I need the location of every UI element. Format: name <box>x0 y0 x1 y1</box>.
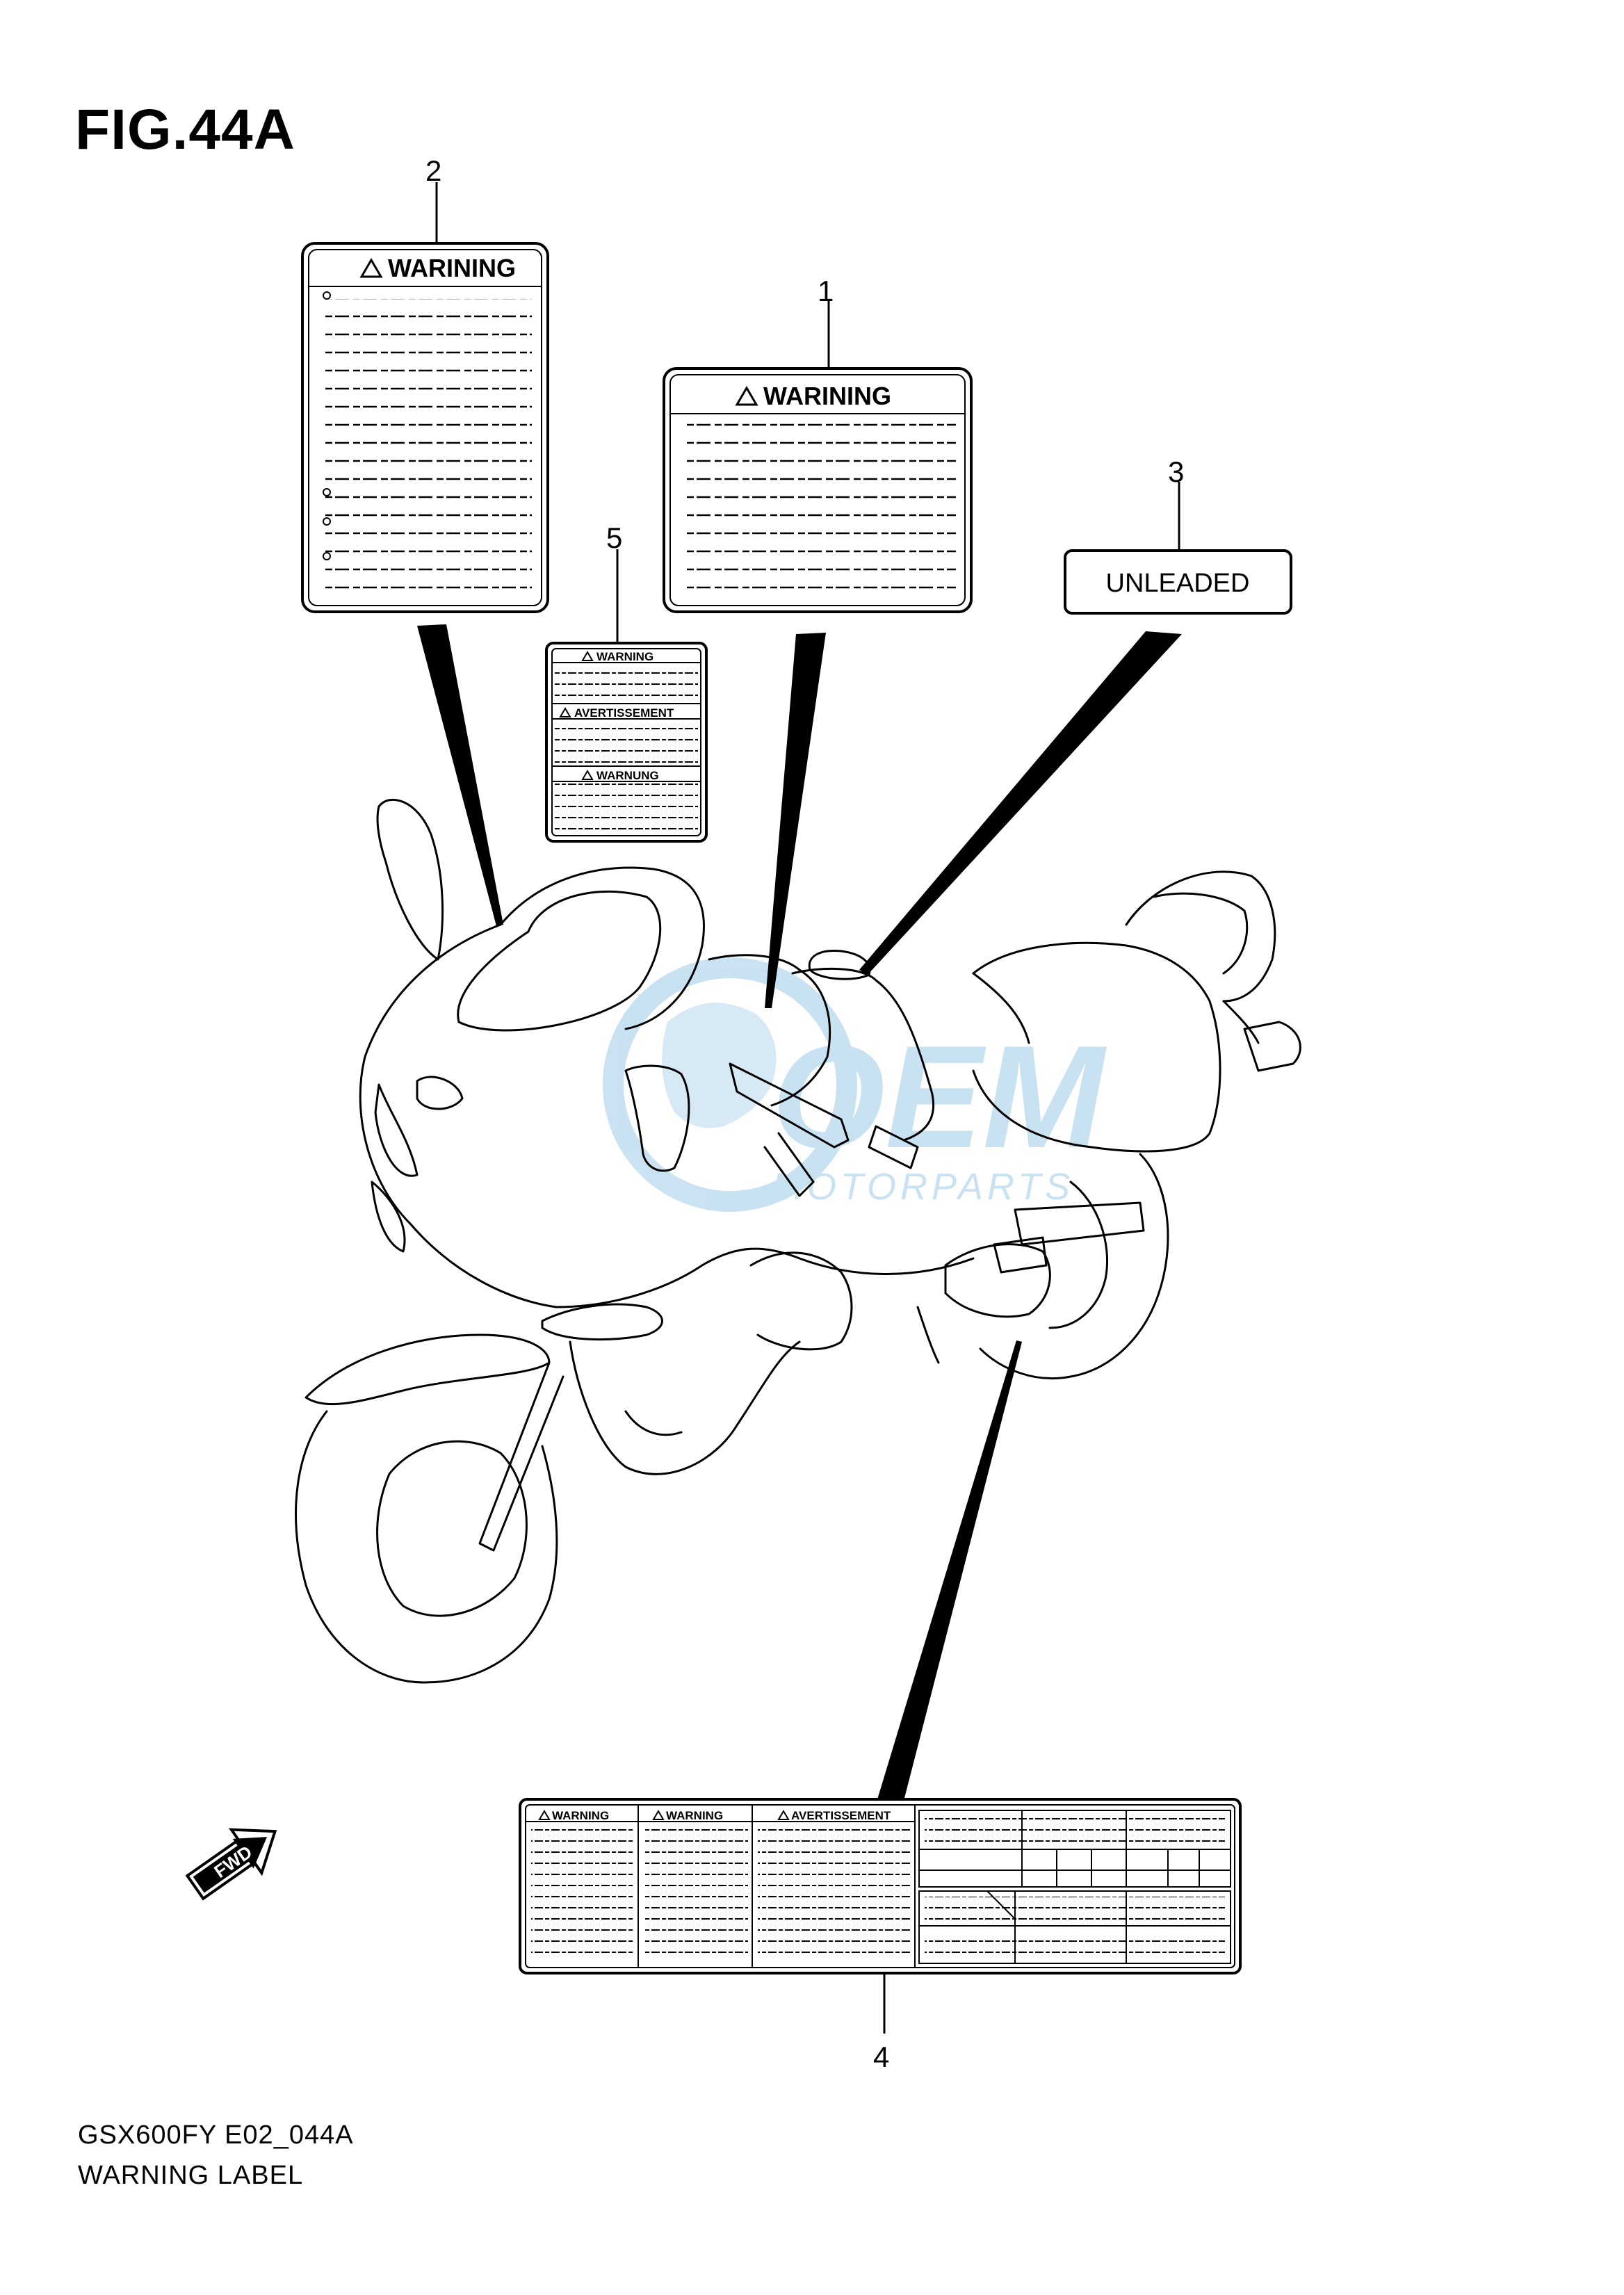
diagram-name: WARNING LABEL <box>78 2161 304 2190</box>
label-5-heading-3: WARNUNG <box>596 769 659 782</box>
callout-2: 2 <box>425 154 442 187</box>
label-1-heading: WARINING <box>763 382 891 410</box>
figure-title: FIG.44A <box>75 98 295 161</box>
watermark-brand: OEM <box>772 1015 1107 1178</box>
label-3-text: UNLEADED <box>1106 569 1250 598</box>
label-1-warning: WARINING <box>663 367 973 613</box>
label-3-unleaded: UNLEADED <box>1064 549 1292 615</box>
label-5-multilingual: WARNING AVERTISSEMENT WARNUNG <box>545 642 708 843</box>
label-5-heading-1: WARNING <box>596 650 653 663</box>
label-2-heading: WARINING <box>388 254 516 282</box>
label-4-heading-1: WARNING <box>552 1809 609 1822</box>
label-4-heading-3: AVERTISSEMENT <box>791 1809 891 1822</box>
callout-3: 3 <box>1168 455 1185 488</box>
fwd-arrow-icon: FWD <box>185 1828 277 1901</box>
callout-5: 5 <box>606 521 623 554</box>
callout-4: 4 <box>873 2041 890 2073</box>
model-code: GSX600FY E02_044A <box>78 2120 354 2150</box>
watermark-logo: OEM MOTORPARTS <box>603 957 1107 1212</box>
callout-1: 1 <box>818 275 834 307</box>
label-4-combined: WARNING WARNING AVERTISSEMENT <box>519 1798 1242 1974</box>
label-5-heading-2: AVERTISSEMENT <box>574 706 674 720</box>
motorcycle-drawing <box>295 799 1301 1684</box>
watermark-sub: MOTORPARTS <box>772 1166 1074 1208</box>
label-4-heading-2: WARNING <box>666 1809 723 1822</box>
label-2-warning: WARINING <box>301 242 549 613</box>
